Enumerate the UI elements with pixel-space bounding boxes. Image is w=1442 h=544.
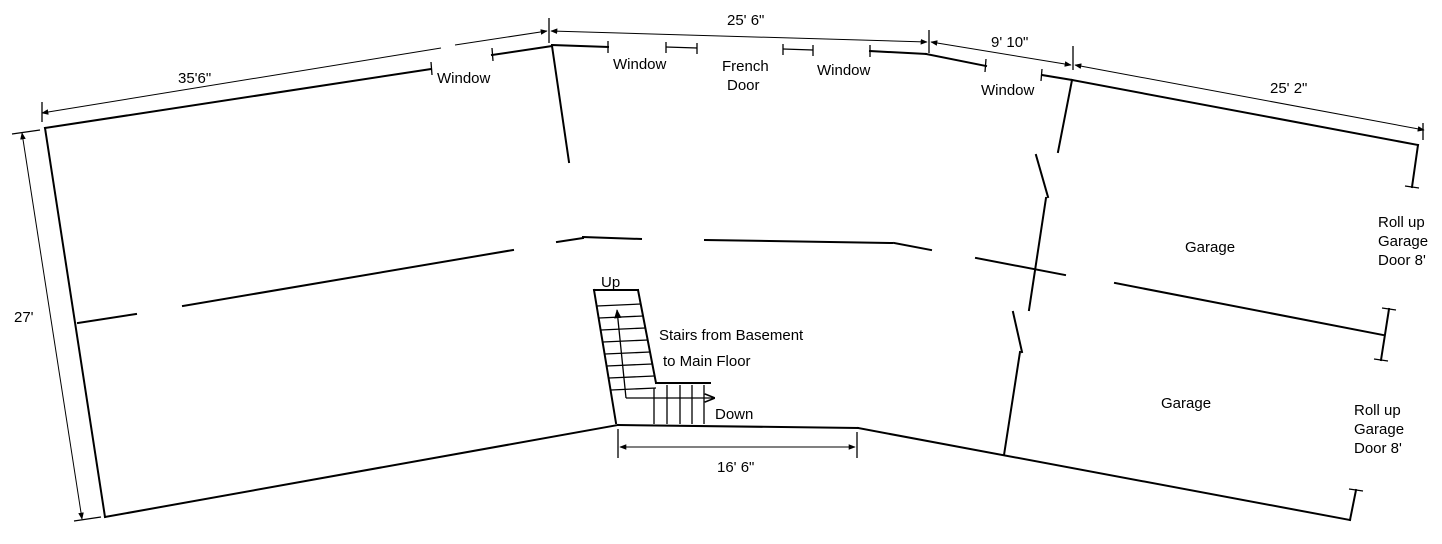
- roll-up-door-label-line2: Garage: [1378, 233, 1428, 250]
- window-sill: [665, 46, 698, 49]
- dimension-left-height: [20, 132, 84, 520]
- garage-door-marker: [1373, 307, 1397, 362]
- wall-garage-right-top: [1410, 143, 1420, 189]
- wall-left: [43, 126, 107, 519]
- garage-partition: [1011, 310, 1024, 354]
- stairs: [592, 288, 714, 425]
- roll-up-door-label-line1: Roll up: [1354, 402, 1401, 419]
- garage-partition: [1034, 153, 1050, 199]
- window-jamb: [984, 58, 987, 73]
- wall-top-middle: [868, 49, 928, 56]
- window-label: Window: [981, 82, 1035, 99]
- stairs-label-line1: Stairs from Basement: [659, 327, 804, 344]
- dimension-label-top-left: 35'6": [178, 70, 211, 87]
- dimension-label-left-height: 27': [14, 309, 34, 326]
- wall-bottom-middle: [616, 423, 860, 430]
- wall-bottom-right: [856, 426, 1352, 522]
- garage-label: Garage: [1185, 239, 1235, 256]
- window-jamb: [430, 61, 433, 76]
- dimension-lines: [11, 18, 1425, 522]
- stair-stringer: [636, 288, 658, 385]
- wall-end-tick: [1404, 185, 1420, 189]
- stairs-label-line2: to Main Floor: [663, 353, 751, 370]
- labels: 35'6" 25' 6" 9' 10" 25' 2" 27' 16' 6" Wi…: [14, 12, 1428, 476]
- dimension-top-left: [41, 47, 442, 115]
- stairs-down-label: Down: [715, 406, 753, 423]
- window-label: Window: [817, 62, 871, 79]
- roll-up-door-label-line3: Door 8': [1378, 252, 1426, 269]
- dimension-label-bottom-stairs: 16' 6": [717, 459, 754, 476]
- center-beam-line: [76, 235, 1385, 337]
- interior-walls: [550, 44, 1074, 457]
- window-label: Window: [437, 70, 491, 87]
- dimension-top-right: [1074, 63, 1425, 132]
- dimension-label-top-right: 25' 2": [1270, 80, 1307, 97]
- window-sill: [782, 48, 814, 51]
- wall-top-right: [1070, 78, 1420, 147]
- garage-partition: [1002, 350, 1022, 457]
- french-door-label-line1: French: [722, 58, 769, 75]
- wall-top-small: [924, 52, 988, 68]
- dimension-label-top-middle: 25' 6": [727, 12, 764, 29]
- roll-up-door-label-line1: Roll up: [1378, 214, 1425, 231]
- dimension-label-top-right-small: 9' 10": [991, 34, 1028, 51]
- outer-walls: [43, 43, 1420, 522]
- wall-top-small: [1040, 73, 1074, 82]
- french-door-label-line2: Door: [727, 77, 760, 94]
- stairs-up-arrow: [614, 309, 627, 399]
- wall-end-tick: [1348, 488, 1364, 492]
- window-wall-segment: [490, 44, 554, 57]
- wall-bottom-left: [103, 423, 620, 519]
- stair-treads: [596, 303, 705, 424]
- wall-garage-right-stub: [1348, 488, 1358, 522]
- roll-up-door-label-line2: Garage: [1354, 421, 1404, 438]
- garage-partition: [1027, 196, 1048, 312]
- garage-partition: [1056, 78, 1074, 154]
- dimension-top-middle: [550, 28, 928, 45]
- wall-top-middle: [550, 43, 610, 49]
- interior-wall-diagonal: [550, 44, 571, 164]
- window-label: Window: [613, 56, 667, 73]
- wall-top-left: [43, 67, 433, 130]
- dimension-top-right-small: [930, 40, 1072, 67]
- window-jamb: [1040, 68, 1043, 82]
- stair-stringer: [592, 288, 618, 425]
- garage-label: Garage: [1161, 395, 1211, 412]
- stairs-up-label: Up: [601, 274, 620, 291]
- roll-up-door-label-line3: Door 8': [1354, 440, 1402, 457]
